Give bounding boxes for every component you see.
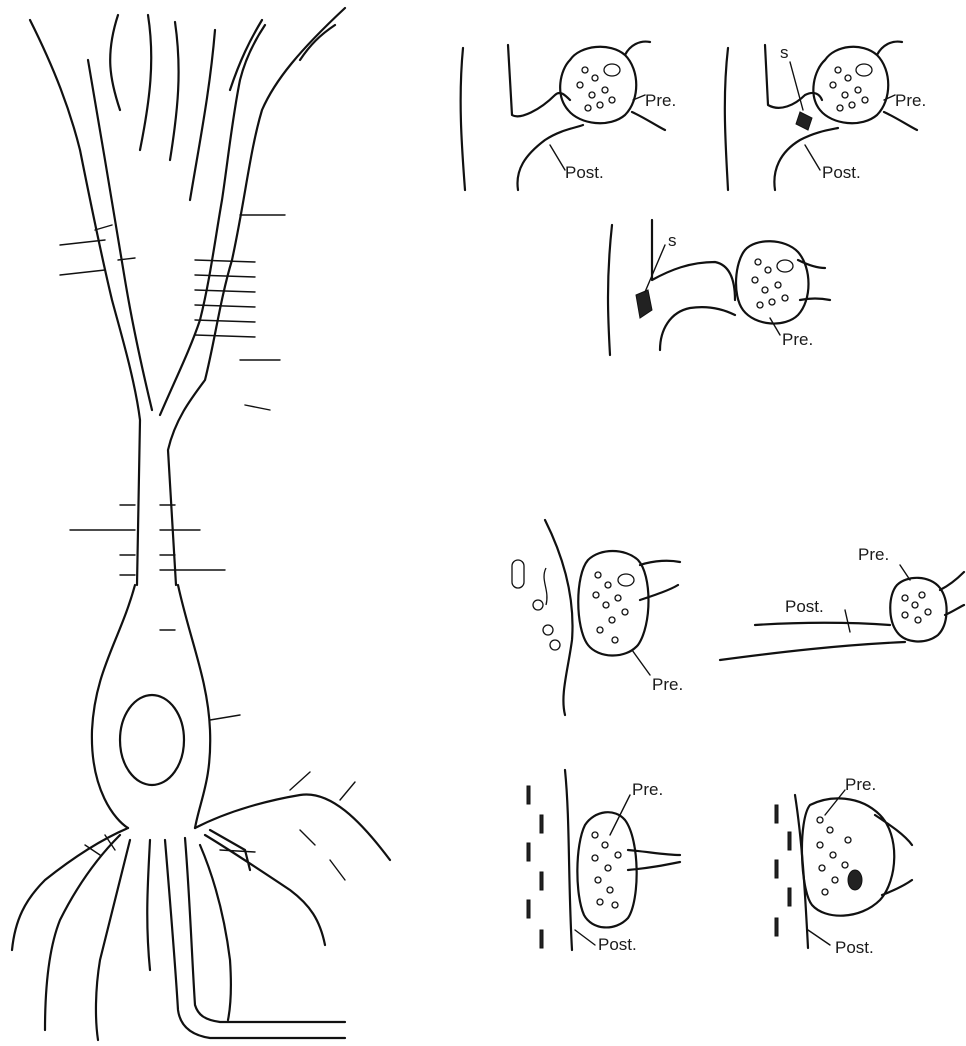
synapse-panel-6: Pre. Post. [527, 770, 680, 954]
panel3-mitochondrion [777, 260, 793, 272]
dendritic-spines-middle [70, 505, 240, 720]
panel2-cell-wall [725, 48, 728, 190]
panel7-pre-leader [825, 790, 845, 815]
panel3-s-leader [645, 245, 665, 292]
label-pre: Pre. [645, 91, 676, 110]
label-post: Post. [822, 163, 861, 182]
panel7-density-marks [775, 805, 791, 936]
panel6-post-leader [575, 930, 595, 945]
panel5-pre-terminal [890, 572, 964, 641]
neuron-nucleus [120, 695, 184, 785]
label-post: Post. [835, 938, 874, 957]
apical-branch-left [110, 15, 215, 200]
panel4-vesicles [593, 572, 628, 643]
panel4-mitochondrion [618, 574, 634, 586]
basal-dendrites-left [12, 828, 150, 1040]
label-pre: Pre. [895, 91, 926, 110]
panel4-pre-terminal [578, 551, 680, 656]
panel3-pre-terminal [736, 241, 830, 323]
apical-dendrite-inner [88, 25, 265, 415]
apical-branch-right [230, 20, 335, 90]
panel2-pre-leader [884, 95, 895, 100]
label-post: Post. [565, 163, 604, 182]
panel6-density-marks [527, 786, 543, 948]
label-s: s [780, 43, 789, 62]
panel7-mitochondrion [848, 870, 862, 890]
dendritic-spines-upper [60, 215, 285, 410]
label-pre: Pre. [632, 780, 663, 799]
panel6-pre-leader [610, 795, 630, 835]
label-post: Post. [598, 935, 637, 954]
panel5-pre-leader [900, 565, 910, 580]
panel1-post-leader [550, 145, 565, 170]
panel3-spine-apparatus [636, 290, 652, 318]
panel1-cell-wall [461, 48, 465, 190]
synapse-panel-2: s Pre. Post. [725, 42, 926, 190]
panel4-pre-leader [632, 650, 650, 675]
panel1-pre-terminal [560, 42, 665, 130]
panel2-mitochondrion [856, 64, 872, 76]
panel6-vesicles [592, 832, 621, 908]
panel2-spine-apparatus [796, 112, 812, 130]
panel7-pre-terminal [802, 798, 912, 915]
synapse-panel-5: Post. Pre. [720, 545, 964, 660]
label-s: s [668, 231, 677, 250]
panel7-post-leader [808, 930, 830, 945]
panel3-cell-wall [608, 225, 612, 355]
panel1-vesicles [577, 67, 615, 111]
apical-dendrite [30, 8, 345, 585]
panel3-post-process [652, 220, 735, 350]
panel5-dendrite-shaft [720, 623, 905, 660]
pyramidal-neuron [12, 8, 390, 1040]
synapse-panel-3: s Pre. [608, 220, 830, 355]
panel4-cell-wall [545, 520, 573, 715]
panel5-vesicles [902, 592, 931, 623]
panel6-cell-wall [565, 770, 572, 950]
panel2-post-leader [805, 145, 820, 170]
panel2-vesicles [830, 67, 868, 111]
panel6-pre-terminal [577, 812, 680, 927]
label-pre: Pre. [652, 675, 683, 694]
panel1-mitochondrion [604, 64, 620, 76]
label-pre: Pre. [858, 545, 889, 564]
label-pre: Pre. [782, 330, 813, 349]
neuron-soma [92, 585, 210, 828]
panel5-post-leader [845, 610, 850, 632]
panel7-cell-wall [795, 795, 808, 948]
synapse-panel-7: Pre. Post. [775, 775, 912, 957]
panel3-vesicles [752, 259, 788, 308]
synapse-panel-4: Pre. [512, 520, 683, 715]
panel3-pre-leader [770, 318, 780, 335]
basal-dendrites-right [195, 794, 390, 1020]
label-post: Post. [785, 597, 824, 616]
label-pre: Pre. [845, 775, 876, 794]
panel2-pre-terminal [813, 42, 917, 130]
panel4-organelles [512, 560, 560, 650]
panel7-vesicles [817, 817, 851, 895]
synapse-panel-1: Pre. Post. [461, 42, 677, 190]
